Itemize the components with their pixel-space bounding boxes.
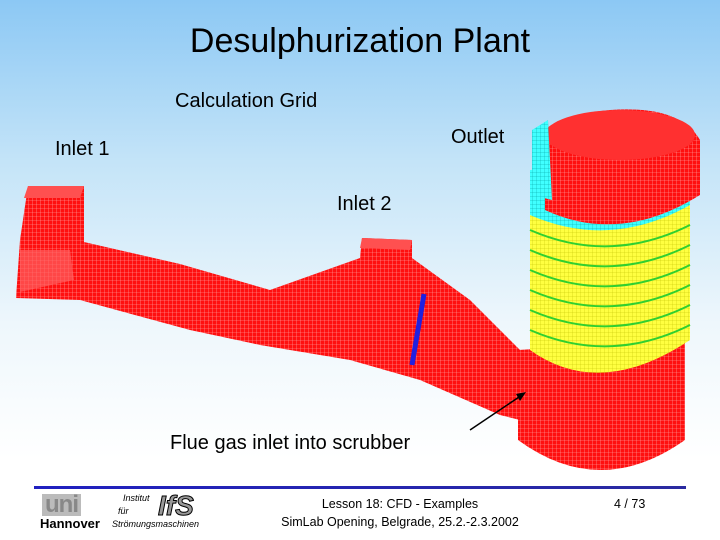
label-inlet-1: Inlet 1 — [55, 138, 110, 160]
label-inlet-2: Inlet 2 — [337, 193, 392, 215]
label-flue-gas: Flue gas inlet into scrubber — [170, 432, 411, 454]
logo-institut: Institut — [123, 493, 150, 503]
blue-plane — [409, 293, 427, 366]
pointer-arrow — [469, 394, 523, 431]
logo-stroemung: Strömungsmaschinen — [112, 519, 200, 529]
footer-lesson: Lesson 18: CFD - Examples — [321, 497, 479, 511]
logo-fur: für — [118, 506, 129, 516]
duct-mesh — [16, 186, 545, 425]
footer-event: SimLab Opening, Belgrade, 25.2.-2.3.2002 — [281, 515, 519, 529]
subtitle: Calculation Grid — [175, 90, 318, 112]
footer-rule — [34, 486, 686, 489]
page-number: 4 / 73 — [614, 497, 646, 511]
label-outlet: Outlet — [451, 126, 505, 148]
logo-hannover: Hannover — [40, 516, 100, 531]
logo-uni: uni — [42, 493, 81, 517]
scrubber-tower — [518, 109, 700, 470]
logo-ifs: IfS — [158, 490, 195, 522]
slide-title: Desulphurization Plant — [189, 22, 531, 60]
